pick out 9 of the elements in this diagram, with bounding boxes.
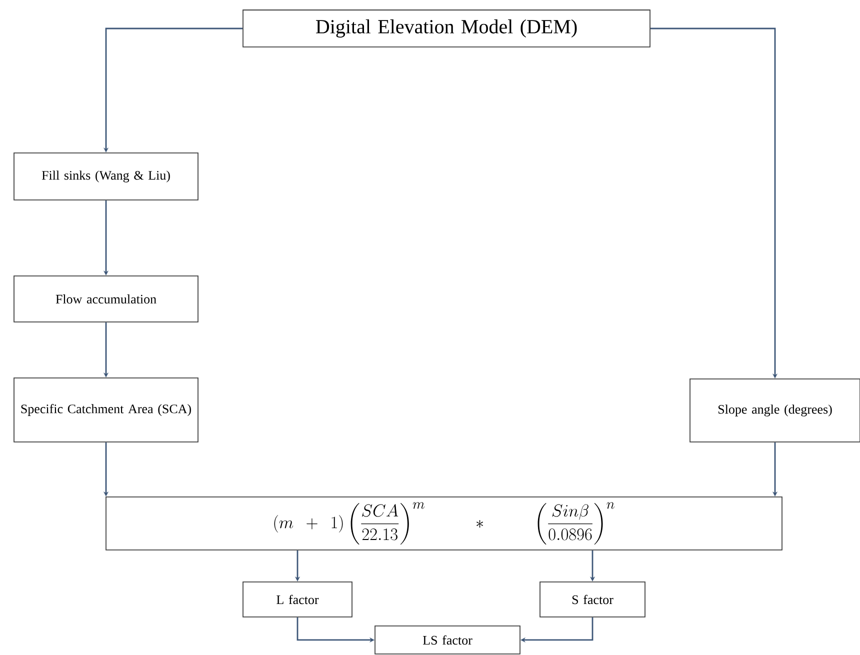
process-box: L factor (242, 582, 352, 618)
formula-box: $(m+1)\left(\frac{SCA}{22.13}\right)^{m} \qquad * \qquad \left(\frac{Sin\beta}{0.0896}\right)^{n}$ (106, 496, 782, 550)
process-box: Specific Catchment Area (SCA) (14, 378, 198, 442)
top-box: Digital Elevation Model (DEM) (242, 10, 650, 48)
process-box: Flow accumulation (14, 276, 198, 322)
process-box: S factor (540, 582, 646, 618)
process-box: Fill sinks (Wang & Liu) (14, 152, 198, 200)
process-box: Slope angle (degrees) (690, 378, 860, 442)
process-box: LS factor (374, 626, 520, 654)
